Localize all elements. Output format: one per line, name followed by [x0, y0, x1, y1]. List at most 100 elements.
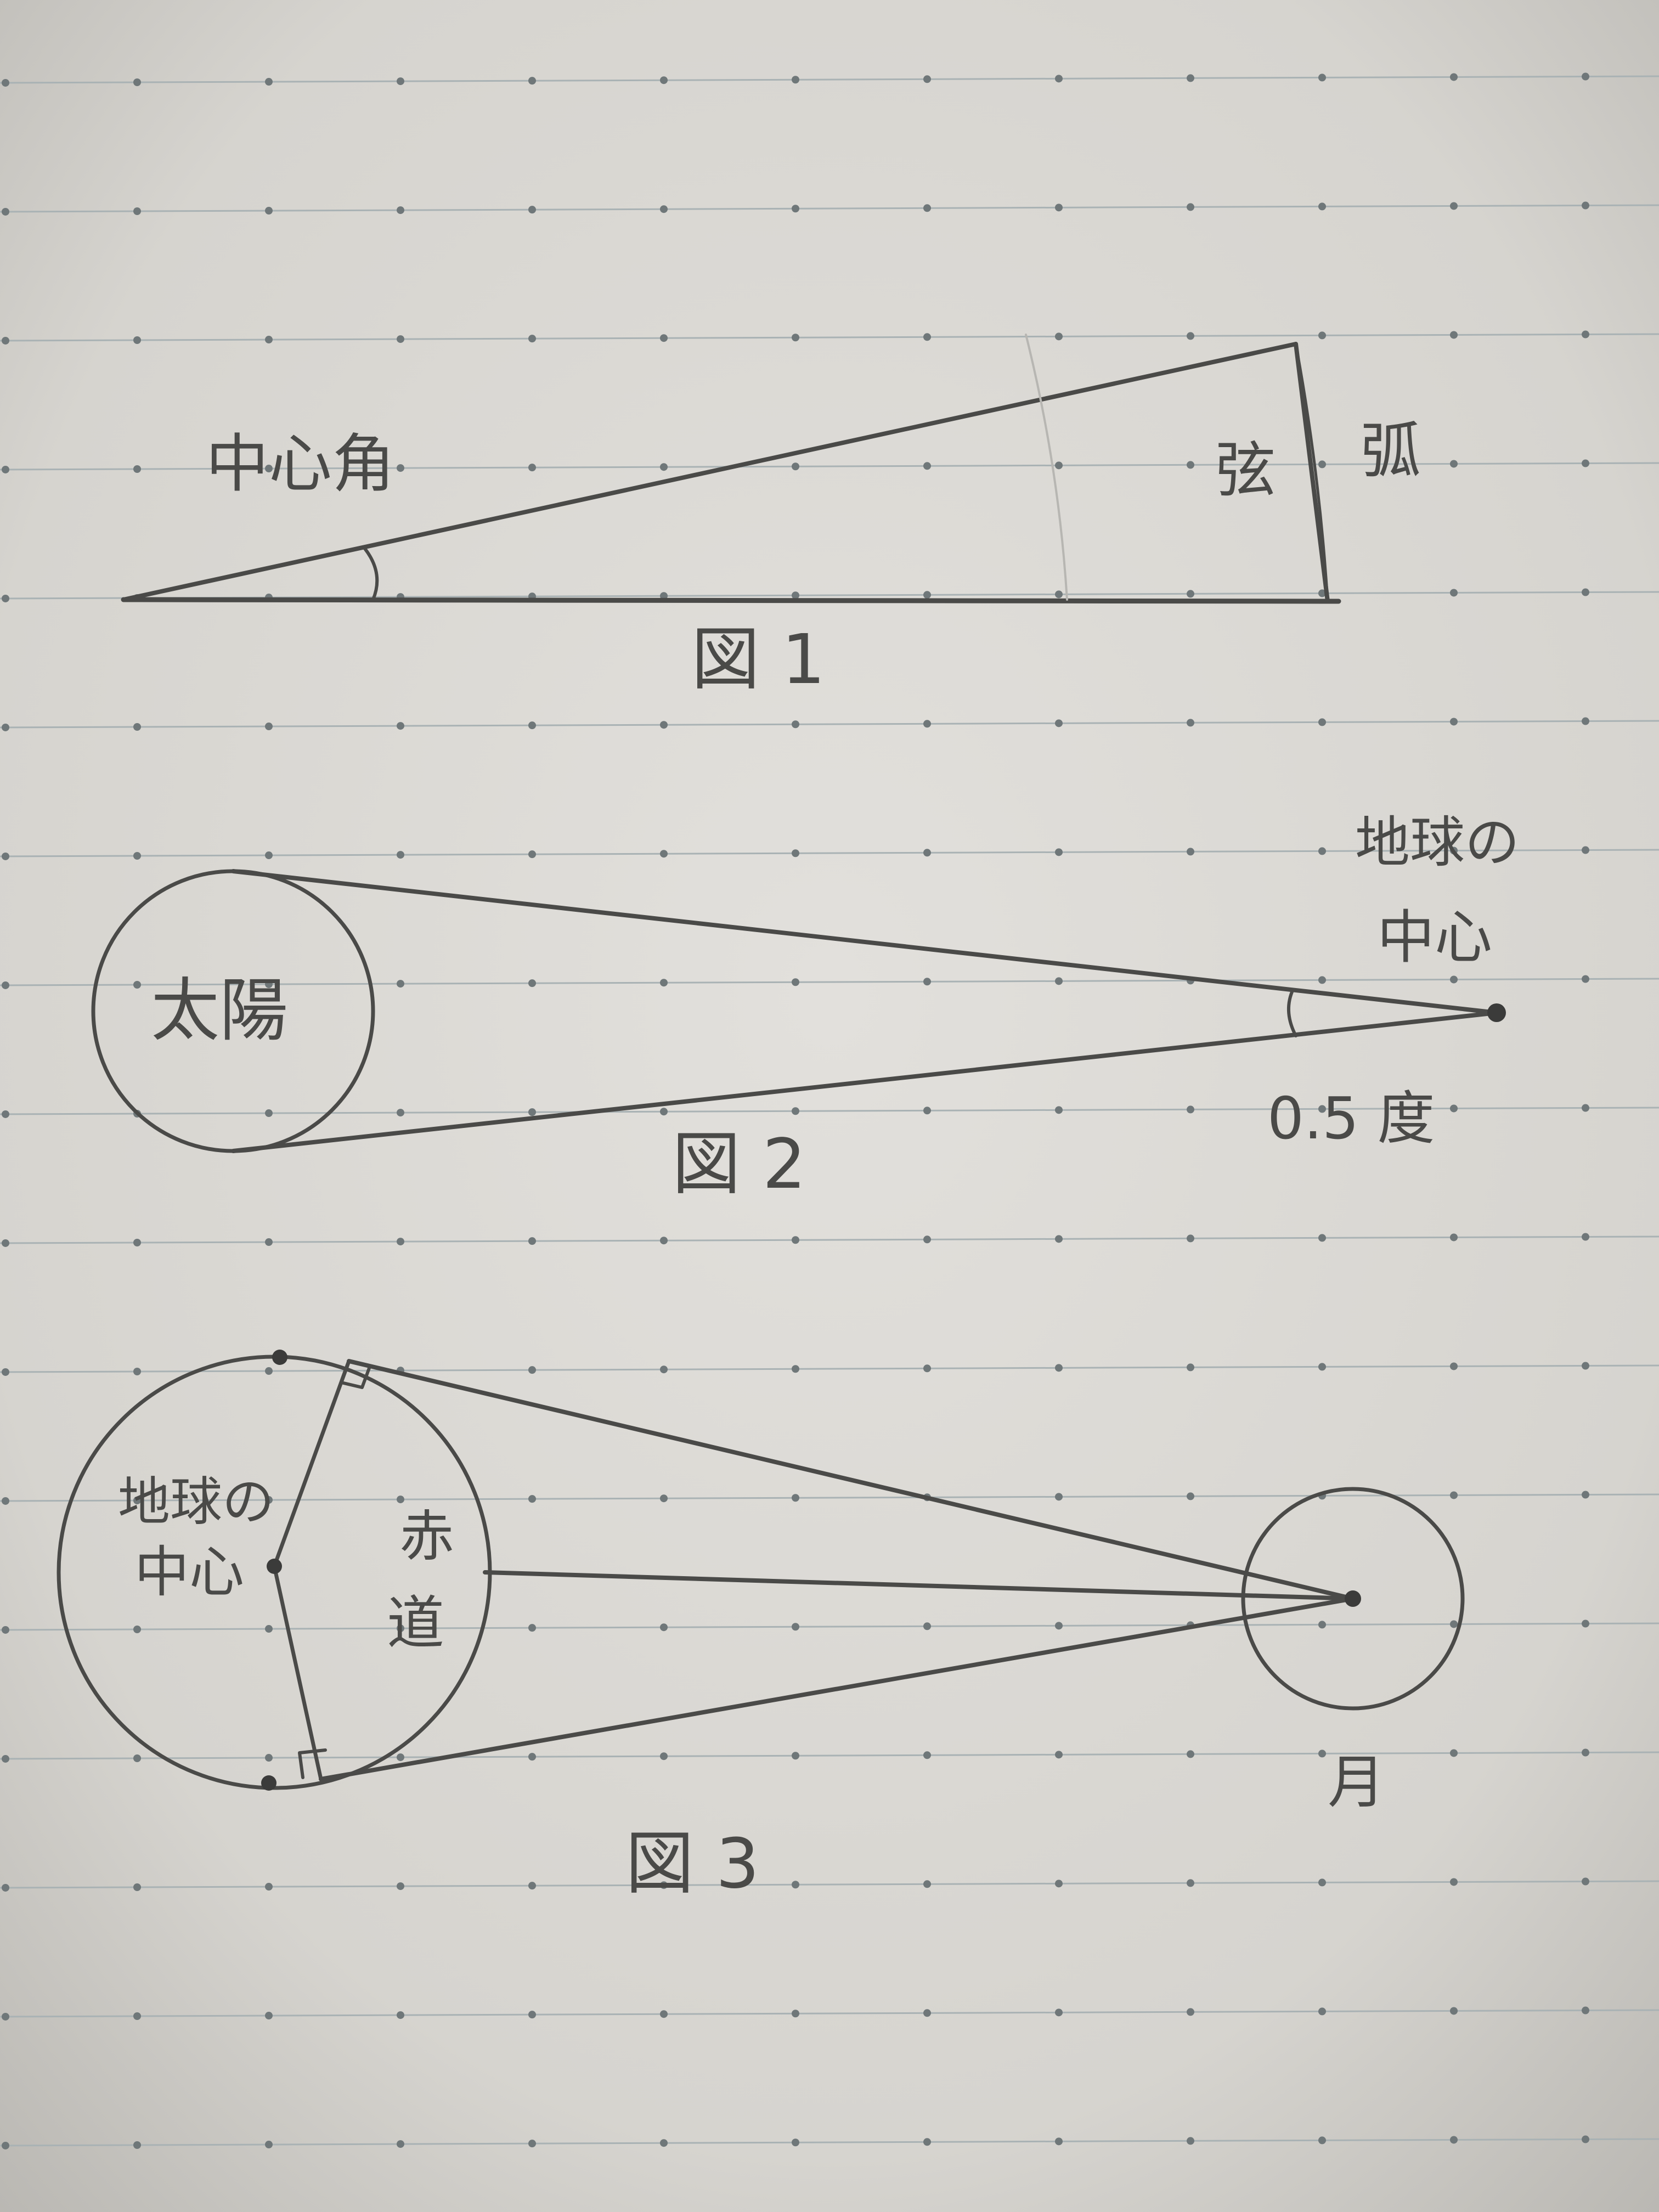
- ruled-line-dot: [2, 1626, 9, 1634]
- ruled-line-dot: [1450, 975, 1458, 984]
- ruled-line-dot: [660, 76, 668, 84]
- ruled-line-dot: [1187, 2008, 1194, 2016]
- ruled-line-dot: [1318, 460, 1326, 469]
- ruled-line-dot: [1187, 848, 1194, 856]
- fig1-chord-line: [1294, 342, 1330, 603]
- ruled-line-dot: [1582, 72, 1589, 81]
- fig3-equator-line: [483, 1570, 1355, 1601]
- ruled-line: [0, 978, 1659, 986]
- ruled-line-dot: [660, 1881, 668, 1889]
- ruled-line: [0, 849, 1659, 857]
- ruled-line: [0, 1622, 1659, 1631]
- ruled-line-dot: [528, 2140, 536, 2148]
- ruled-line-dot: [1582, 1491, 1589, 1499]
- ruled-line-dot: [1318, 718, 1326, 726]
- ruled-line-dot: [133, 1883, 141, 1892]
- ruled-line-dot: [1582, 330, 1589, 338]
- ruled-line-dot: [1582, 1620, 1589, 1628]
- ruled-line-dot: [1055, 204, 1063, 212]
- figure-1: [121, 334, 1341, 604]
- ruled-line-dot: [1582, 2006, 1589, 2015]
- ruled-line: [0, 462, 1659, 471]
- ruled-line-dot: [2, 465, 9, 473]
- ruled-line-dot: [1187, 1492, 1194, 1500]
- ruled-line-dot: [1318, 1234, 1326, 1242]
- ruled-line-dot: [1055, 590, 1063, 599]
- figure-3: [57, 1355, 1465, 1790]
- ruled-line-dot: [923, 1880, 931, 1888]
- ruled-line-dot: [397, 722, 404, 730]
- fig3-moon-circle: [1241, 1487, 1465, 1711]
- fig2-lower-tangent-line: [231, 1011, 1499, 1153]
- ruled-line-dot: [1187, 590, 1194, 598]
- ruled-line-dot: [923, 1235, 931, 1244]
- ruled-line: [0, 1107, 1659, 1115]
- ruled-line-dot: [1582, 459, 1589, 467]
- ruled-line-dot: [792, 849, 799, 857]
- ruled-line-dot: [1187, 719, 1194, 727]
- ruled-line-dot: [133, 1626, 141, 1634]
- ruled-line-dot: [1582, 1233, 1589, 1241]
- ruled-line-dot: [133, 723, 141, 731]
- ruled-line-dot: [1450, 1104, 1458, 1113]
- ruled-line-dot: [265, 336, 273, 344]
- ruled-line-dot: [923, 1622, 931, 1630]
- fig3-upper-tangent-line: [347, 1359, 1355, 1601]
- ruled-line: [0, 2138, 1659, 2147]
- ruled-line-dot: [2, 594, 9, 602]
- ruled-line-dot: [2, 1368, 9, 1376]
- ruled-line-dot: [528, 1753, 536, 1761]
- fig1-caption: 図 1: [691, 620, 825, 699]
- ruled-line-dot: [923, 462, 931, 470]
- ruled-line-dot: [1318, 74, 1326, 82]
- ruled-line: [0, 1751, 1659, 1760]
- ruled-line-dot: [792, 334, 799, 342]
- ruled-line-dot: [1582, 1877, 1589, 1886]
- ruled-line-dot: [923, 720, 931, 728]
- ruled-line-dot: [133, 207, 141, 216]
- ruled-line-dot: [133, 465, 141, 473]
- fig2-angle-arc: [1286, 990, 1297, 1037]
- ruled-line-dot: [1450, 847, 1458, 855]
- ruled-line-dot: [923, 591, 931, 599]
- ruled-line-dot: [1318, 202, 1326, 211]
- ruled-line-dot: [1582, 1748, 1589, 1757]
- ruled-line-dot: [1187, 203, 1194, 211]
- fig1-angle-label: 中心角: [206, 427, 395, 501]
- ruled-line-dot: [1450, 1878, 1458, 1886]
- ruled-line-dot: [1055, 1235, 1063, 1243]
- ruled-line-dot: [792, 1752, 799, 1760]
- fig1-arc-label: 弧: [1361, 416, 1421, 486]
- ruled-line-dot: [2, 2141, 9, 2149]
- ruled-line-dot: [265, 1754, 273, 1762]
- ruled-line-dot: [1450, 331, 1458, 339]
- fig1-chord-label: 弦: [1215, 435, 1276, 505]
- fig3-earth-center-label-line1: 地球の: [118, 1472, 274, 1532]
- fig2-earth-center-point: [1487, 1003, 1506, 1022]
- ruled-line-dot: [2, 336, 9, 345]
- ruled-line-dot: [660, 2139, 668, 2147]
- ruled-line-dot: [660, 2010, 668, 2018]
- ruled-line-dot: [792, 1365, 799, 1373]
- ruled-line-dot: [1187, 332, 1194, 340]
- ruled-line-dot: [1582, 846, 1589, 854]
- ruled-line-dot: [265, 851, 273, 860]
- ruled-line-dot: [923, 1751, 931, 1759]
- ruled-line-dot: [1450, 1233, 1458, 1242]
- ruled-line-dot: [397, 1882, 404, 1891]
- ruled-line-dot: [660, 1365, 668, 1374]
- ruled-line-dot: [265, 1109, 273, 1118]
- fig3-bottom-point: [261, 1775, 276, 1791]
- ruled-line-dot: [133, 336, 141, 345]
- ruled-line: [0, 1880, 1659, 1889]
- ruled-line-dot: [923, 75, 931, 83]
- ruled-line-dot: [1318, 976, 1326, 984]
- ruled-line-dot: [397, 335, 404, 343]
- ruled-line-dot: [265, 78, 273, 86]
- ruled-line-dot: [1187, 1105, 1194, 1114]
- ruled-line-dot: [1055, 75, 1063, 83]
- ruled-line-dot: [923, 2138, 931, 2146]
- ruled-line-dot: [1450, 1491, 1458, 1499]
- ruled-line-dot: [660, 1108, 668, 1116]
